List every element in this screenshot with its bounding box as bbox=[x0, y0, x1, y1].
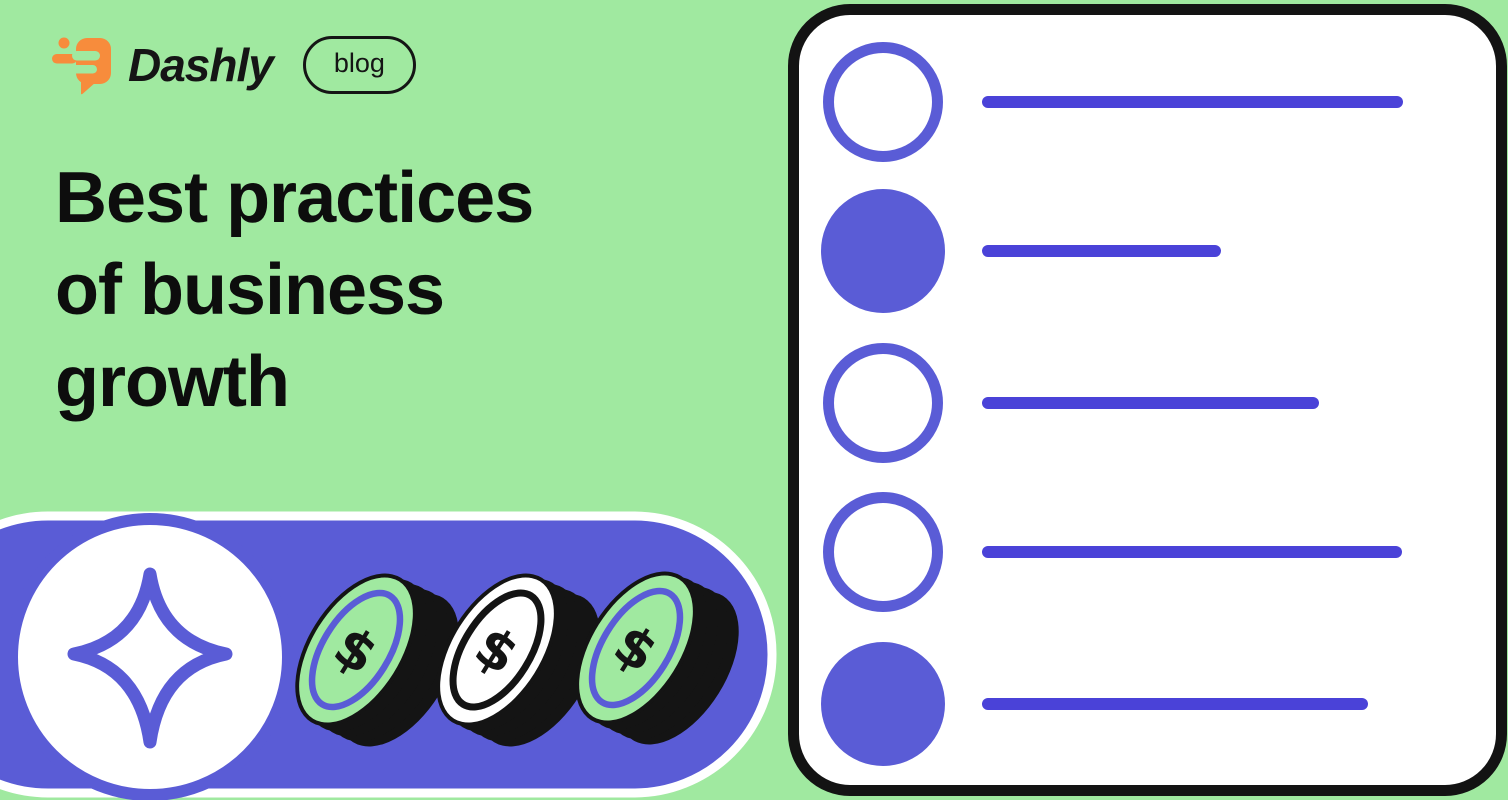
text-placeholder-line bbox=[982, 96, 1403, 108]
checkbox-circle bbox=[821, 642, 945, 766]
money-illustration: $ $ $ bbox=[0, 511, 777, 800]
coin-white: $ bbox=[436, 573, 600, 747]
text-placeholder-line bbox=[982, 698, 1368, 710]
title-line-2: of business bbox=[55, 250, 445, 330]
coin-green-1: $ bbox=[295, 573, 459, 747]
title-line-1: Best practices bbox=[55, 158, 534, 238]
text-placeholder-line bbox=[982, 397, 1319, 409]
checkbox-circle bbox=[823, 492, 943, 612]
text-placeholder-line bbox=[982, 546, 1402, 558]
checklist-card bbox=[788, 4, 1507, 796]
sparkle-circle bbox=[6, 513, 294, 800]
sparkle-icon bbox=[67, 567, 233, 749]
coin-green-2: $ bbox=[575, 571, 739, 745]
checkbox-circle bbox=[821, 189, 945, 313]
title-line-3: growth bbox=[55, 342, 290, 422]
page-title: Best practices of business growth bbox=[55, 152, 534, 428]
text-placeholder-line bbox=[982, 245, 1221, 257]
brand-name: Dashly bbox=[128, 39, 274, 91]
checkbox-circle bbox=[823, 42, 943, 162]
checkbox-circle bbox=[823, 343, 943, 463]
blog-badge[interactable]: blog bbox=[302, 36, 416, 94]
dashly-logo-icon bbox=[52, 37, 111, 95]
dashly-logo[interactable]: Dashly blog bbox=[48, 34, 416, 96]
